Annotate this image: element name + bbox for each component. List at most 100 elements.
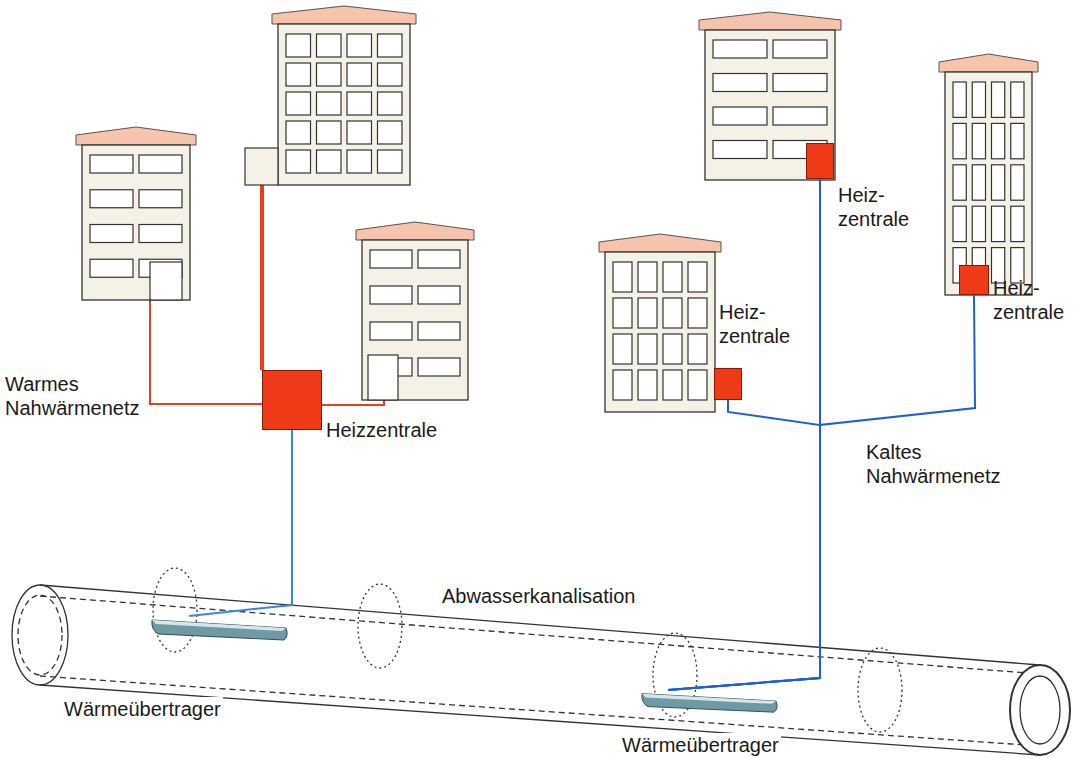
window bbox=[638, 298, 657, 328]
red-box bbox=[806, 143, 834, 179]
node-label: Heizzentrale bbox=[326, 418, 437, 442]
window bbox=[773, 74, 827, 92]
window bbox=[347, 150, 372, 173]
window bbox=[663, 298, 682, 328]
drawing-stroke bbox=[40, 685, 1040, 755]
window bbox=[90, 225, 133, 243]
cold-line bbox=[668, 179, 820, 690]
window bbox=[613, 334, 632, 364]
window bbox=[713, 40, 767, 58]
window bbox=[317, 34, 342, 57]
drawing-stroke bbox=[18, 595, 62, 675]
window bbox=[370, 250, 412, 268]
node-label: Heiz- zentrale bbox=[993, 276, 1064, 324]
roof bbox=[272, 6, 416, 24]
window bbox=[286, 92, 311, 115]
window bbox=[613, 370, 632, 400]
heating-center: Heiz- zentrale bbox=[714, 368, 742, 400]
building bbox=[82, 145, 190, 300]
window bbox=[688, 370, 707, 400]
node-label: Heiz- zentrale bbox=[719, 300, 790, 348]
window bbox=[378, 121, 403, 144]
window bbox=[139, 190, 182, 208]
annotation: Warmes Nahwärmenetz bbox=[5, 372, 140, 420]
red-box bbox=[959, 265, 989, 295]
window bbox=[370, 322, 412, 340]
roof bbox=[599, 234, 721, 252]
window bbox=[347, 63, 372, 86]
drawing-stroke bbox=[858, 648, 902, 732]
window bbox=[613, 298, 632, 328]
cold-line bbox=[668, 400, 820, 690]
building bbox=[705, 30, 835, 180]
drawing-stroke bbox=[150, 300, 262, 404]
window bbox=[688, 334, 707, 364]
drawing-stroke bbox=[40, 676, 1040, 746]
drawing-stroke bbox=[358, 584, 402, 668]
heat-exchanger: Wärmeübertrager bbox=[640, 690, 780, 714]
window bbox=[370, 286, 412, 304]
window bbox=[347, 92, 372, 115]
window bbox=[773, 40, 827, 58]
drawing-stroke bbox=[322, 400, 384, 405]
heating-center: Heiz- zentrale bbox=[806, 143, 834, 179]
door bbox=[368, 355, 398, 400]
window bbox=[418, 250, 460, 268]
annex bbox=[245, 148, 278, 185]
window bbox=[663, 262, 682, 292]
window bbox=[418, 322, 460, 340]
node-label: Wärmeübertrager bbox=[62, 697, 223, 721]
heating-center: Heiz- zentrale bbox=[959, 265, 989, 295]
window bbox=[992, 165, 1005, 200]
window bbox=[638, 262, 657, 292]
building bbox=[945, 72, 1032, 295]
window bbox=[972, 123, 985, 158]
door bbox=[150, 262, 182, 300]
heating-center: Heizzentrale bbox=[262, 370, 322, 430]
window bbox=[972, 165, 985, 200]
window bbox=[663, 370, 682, 400]
cold-line bbox=[189, 430, 292, 616]
window bbox=[378, 92, 403, 115]
window bbox=[347, 121, 372, 144]
drawing-stroke bbox=[1010, 665, 1070, 755]
node-label: Heiz- zentrale bbox=[838, 183, 909, 231]
building bbox=[605, 252, 715, 412]
window bbox=[317, 121, 342, 144]
exchanger-trough bbox=[150, 616, 290, 642]
window bbox=[992, 82, 1005, 117]
building bbox=[362, 240, 468, 400]
window bbox=[1011, 165, 1024, 200]
window bbox=[139, 225, 182, 243]
window bbox=[663, 334, 682, 364]
window bbox=[953, 165, 966, 200]
window bbox=[992, 206, 1005, 241]
window bbox=[90, 259, 133, 277]
window bbox=[90, 155, 133, 173]
window bbox=[317, 63, 342, 86]
roof bbox=[939, 54, 1038, 72]
window bbox=[992, 123, 1005, 158]
sewer-pipe bbox=[12, 568, 1070, 755]
window bbox=[953, 123, 966, 158]
cold-line bbox=[668, 295, 975, 690]
annotation: Abwasserkanalisation bbox=[440, 584, 637, 608]
window bbox=[286, 150, 311, 173]
window bbox=[688, 262, 707, 292]
window bbox=[638, 370, 657, 400]
window bbox=[317, 92, 342, 115]
window bbox=[638, 334, 657, 364]
window bbox=[90, 190, 133, 208]
roof bbox=[76, 127, 196, 145]
window bbox=[953, 82, 966, 117]
window bbox=[688, 298, 707, 328]
heat-exchanger: Wärmeübertrager bbox=[150, 616, 290, 642]
window bbox=[713, 107, 767, 125]
window bbox=[418, 286, 460, 304]
window bbox=[347, 34, 372, 57]
drawing-stroke bbox=[1020, 676, 1060, 744]
window bbox=[378, 63, 403, 86]
window bbox=[972, 82, 985, 117]
